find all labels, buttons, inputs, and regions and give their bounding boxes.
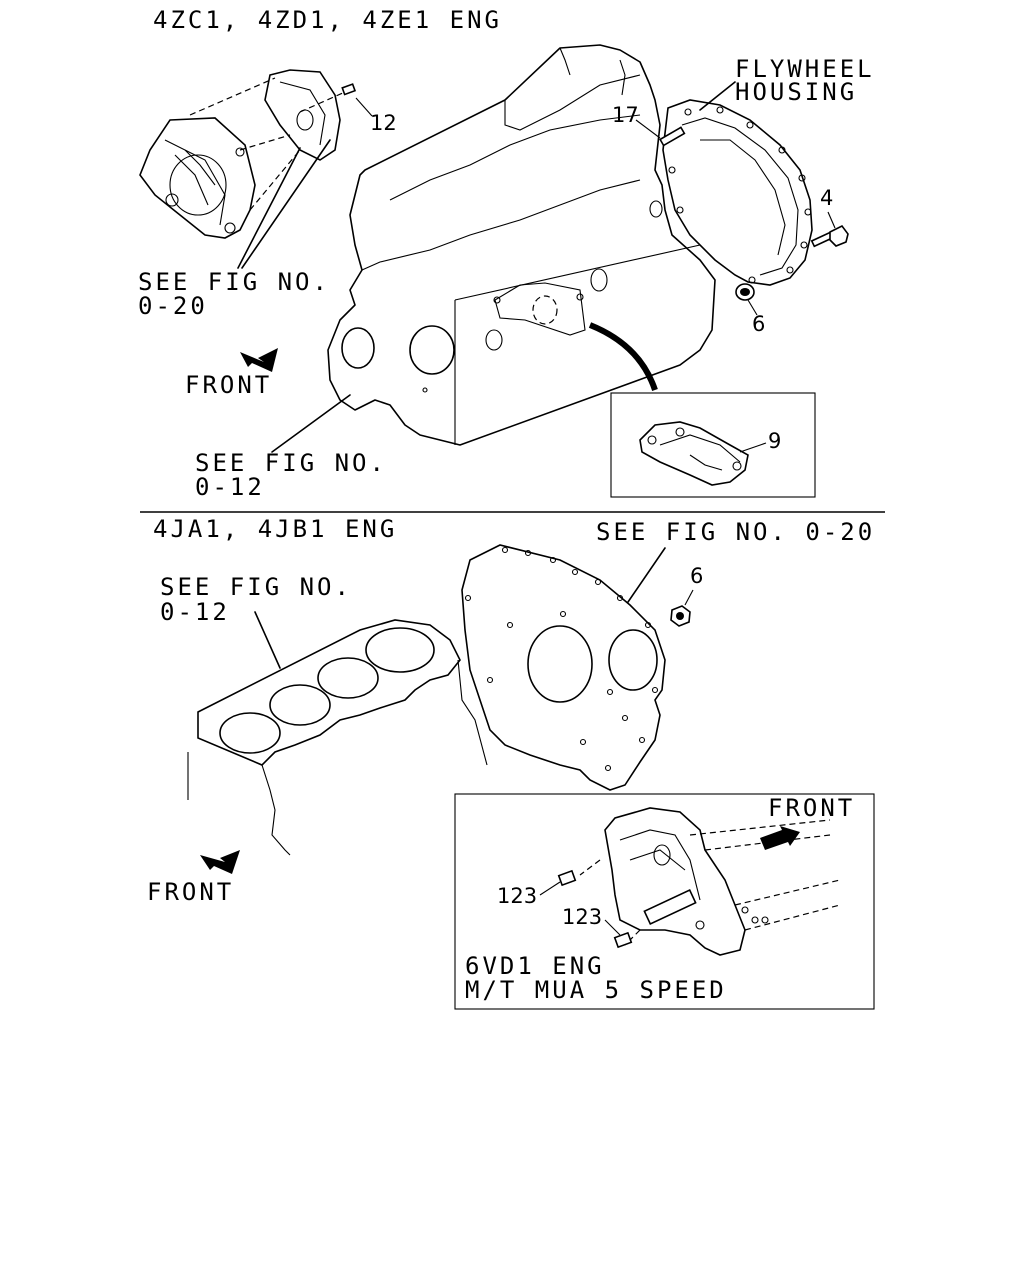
leader-9 [739, 442, 767, 453]
timing-cover-assembly [139, 69, 357, 239]
callout-4: 4 [820, 186, 833, 210]
see-fig-0-12-line1: SEE FIG NO. [195, 449, 387, 477]
see-fig-block-line2: 0-12 [160, 598, 230, 626]
inset-box-6vd1 [454, 793, 875, 1010]
callout-17: 17 [612, 103, 639, 127]
inset-front-arrow-icon [760, 826, 800, 850]
rear-plate [461, 544, 666, 791]
leader-6-top [747, 299, 758, 316]
leader-see-fig-plate [627, 547, 666, 603]
dowel-pin-123-a [557, 869, 577, 887]
callout-9: 9 [768, 429, 781, 453]
inset-callout-123-b: 123 [562, 905, 602, 929]
callout-6-bottom: 6 [690, 564, 703, 588]
inset-front-label: FRONT [768, 794, 855, 822]
see-fig-block-line1: SEE FIG NO. [160, 573, 352, 601]
engine-block-4z [327, 44, 716, 446]
leader-flywheel-housing [699, 81, 736, 111]
leader-6-bottom [684, 589, 694, 606]
callout-6-top: 6 [752, 312, 765, 336]
flywheel-housing-label-line1: FLYWHEEL [735, 55, 875, 83]
leader-17 [635, 119, 661, 139]
front-label-top: FRONT [185, 371, 272, 399]
leader-4 [827, 211, 836, 229]
bottom-section-title: 4JA1, 4JB1 ENG [153, 515, 397, 543]
inset-caption-line1: 6VD1 ENG [465, 952, 605, 980]
leader-see-fig-0-12 [271, 394, 351, 453]
nut-6-top [735, 283, 755, 301]
nut-6-bottom [670, 605, 691, 627]
inset-caption-line2: M/T MUA 5 SPEED [465, 976, 727, 1004]
bracket-9 [639, 421, 749, 486]
front-arrow-icon-bottom [200, 850, 240, 874]
front-label-bottom: FRONT [147, 878, 234, 906]
see-fig-0-12-line2: 0-12 [195, 473, 265, 501]
see-fig-plate-label: SEE FIG NO. 0-20 [596, 518, 875, 546]
leader-123-a [539, 881, 561, 896]
detail-box-part-9 [610, 392, 816, 498]
see-fig-0-20-line2: 0-20 [138, 292, 208, 320]
front-arrow-icon [240, 348, 278, 372]
cylinder-block-4j [187, 619, 488, 856]
flywheel-housing [662, 99, 813, 286]
see-fig-0-20-line1: SEE FIG NO. [138, 268, 330, 296]
leader-12 [355, 97, 373, 117]
leader-see-fig-0-20-b [241, 139, 331, 269]
bolt-4 [810, 224, 849, 248]
leader-see-fig-0-20-a [237, 147, 301, 269]
flywheel-housing-label-line2: HOUSING [735, 78, 857, 106]
stud-bolt-17 [659, 126, 686, 147]
leader-123-b [604, 919, 621, 936]
callout-12: 12 [370, 111, 397, 135]
inset-callout-123-a: 123 [497, 884, 537, 908]
bellhousing-6vd1 [579, 807, 841, 956]
top-section-title: 4ZC1, 4ZD1, 4ZE1 ENG [153, 6, 502, 34]
detail-arrow [588, 322, 658, 391]
leader-see-fig-block [254, 611, 281, 669]
dowel-pin-123-b [613, 931, 633, 949]
